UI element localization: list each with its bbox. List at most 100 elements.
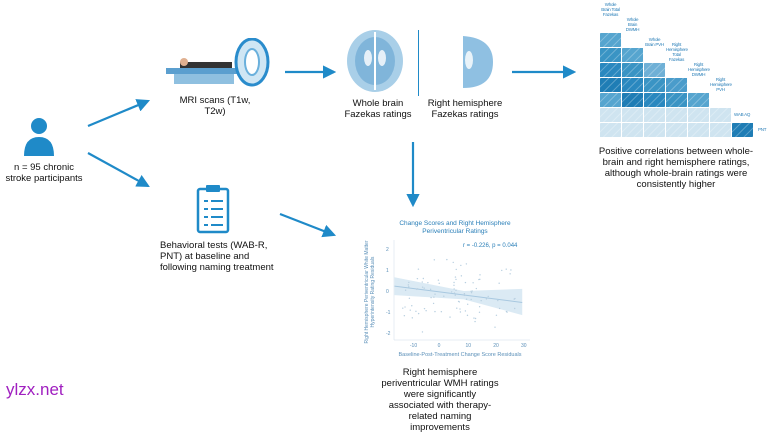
data-point bbox=[479, 274, 481, 276]
matrix-cell bbox=[622, 63, 643, 77]
y-tick: -2 bbox=[386, 331, 391, 337]
data-point bbox=[514, 297, 516, 300]
data-point bbox=[471, 290, 473, 292]
clipboard-checklist-icon bbox=[196, 185, 230, 234]
data-point bbox=[417, 312, 420, 315]
data-point bbox=[443, 295, 445, 297]
arrow-to-mri bbox=[87, 99, 151, 128]
data-point bbox=[454, 294, 456, 296]
data-point bbox=[429, 288, 432, 291]
data-point bbox=[430, 296, 432, 299]
data-point bbox=[480, 299, 482, 302]
data-point bbox=[459, 308, 461, 310]
scatter-xlabel: Baseline-Post-Treatment Change Score Res… bbox=[398, 352, 522, 358]
behavioral-label: Behavioral tests (WAB-R, PNT) at baselin… bbox=[160, 240, 274, 273]
data-point bbox=[497, 299, 499, 302]
person-icon bbox=[24, 118, 54, 156]
data-point bbox=[454, 276, 457, 278]
data-point bbox=[465, 263, 468, 265]
data-point bbox=[495, 314, 498, 316]
data-point bbox=[415, 310, 417, 313]
data-point bbox=[514, 307, 516, 310]
matrix-cell bbox=[622, 123, 643, 137]
data-point bbox=[408, 297, 411, 299]
data-point bbox=[422, 277, 425, 280]
x-tick: 0 bbox=[437, 343, 441, 349]
matrix-cell bbox=[622, 48, 643, 62]
x-tick: 20 bbox=[493, 343, 499, 349]
data-point bbox=[473, 317, 475, 319]
data-point bbox=[453, 288, 455, 290]
data-point bbox=[474, 320, 476, 323]
data-point bbox=[433, 259, 436, 261]
y-tick: 0 bbox=[386, 289, 389, 295]
data-point bbox=[450, 291, 453, 293]
whole-brain-label: Whole brain Fazekas ratings bbox=[344, 98, 412, 120]
matrix-cell bbox=[666, 123, 687, 137]
data-point bbox=[459, 311, 462, 313]
x-tick: 10 bbox=[465, 343, 471, 349]
matrix-cell bbox=[666, 78, 687, 92]
matrix-label: Whole Brain PVH bbox=[645, 37, 664, 47]
matrix-cell bbox=[644, 93, 665, 107]
data-point bbox=[425, 309, 427, 312]
flow-arrows bbox=[87, 65, 577, 238]
whole-brain-image bbox=[347, 30, 403, 92]
matrix-cell bbox=[688, 108, 709, 122]
data-point bbox=[404, 289, 407, 291]
data-point bbox=[460, 264, 462, 267]
data-point bbox=[411, 317, 414, 319]
mri-label: MRI scans (T1w, T2w) bbox=[179, 95, 251, 117]
data-point bbox=[416, 277, 419, 280]
y-tick: 1 bbox=[386, 268, 389, 274]
data-point bbox=[453, 284, 455, 286]
right-hemisphere-image bbox=[463, 36, 493, 88]
data-point bbox=[465, 298, 468, 300]
data-point bbox=[403, 315, 406, 317]
data-point bbox=[404, 306, 406, 308]
data-point bbox=[449, 316, 451, 318]
data-point bbox=[455, 289, 457, 291]
matrix-label: Right Hemisphere PVH bbox=[710, 77, 732, 92]
matrix-cell bbox=[666, 93, 687, 107]
data-point bbox=[463, 293, 466, 295]
data-point bbox=[402, 307, 404, 309]
matrix-label: Whole Brain Total Fazekas bbox=[601, 2, 620, 17]
data-point bbox=[458, 301, 461, 303]
data-point bbox=[466, 314, 469, 317]
data-point bbox=[505, 268, 507, 270]
data-point bbox=[446, 258, 448, 261]
data-point bbox=[494, 326, 496, 328]
matrix-cell bbox=[732, 123, 753, 137]
data-point bbox=[455, 278, 457, 281]
data-point bbox=[510, 269, 512, 271]
data-point bbox=[456, 307, 458, 309]
data-point bbox=[453, 281, 455, 284]
matrix-cell bbox=[644, 63, 665, 77]
matrix-cell bbox=[688, 93, 709, 107]
matrix-cell bbox=[622, 93, 643, 107]
data-point bbox=[460, 275, 463, 277]
matrix-label: WAB AQ bbox=[734, 112, 751, 117]
data-point bbox=[432, 302, 435, 305]
data-point bbox=[463, 294, 466, 297]
data-point bbox=[472, 282, 474, 284]
data-point bbox=[416, 288, 419, 290]
data-point bbox=[466, 303, 469, 306]
y-tick: 2 bbox=[386, 247, 389, 253]
matrix-cell bbox=[666, 108, 687, 122]
data-point bbox=[475, 287, 478, 290]
data-point bbox=[501, 269, 503, 272]
matrix-cell bbox=[622, 108, 643, 122]
data-point bbox=[411, 305, 413, 307]
matrix-cell bbox=[600, 78, 621, 92]
data-point bbox=[478, 311, 481, 313]
scatter-plot bbox=[393, 240, 530, 341]
data-point bbox=[408, 286, 410, 288]
data-point bbox=[440, 311, 443, 313]
data-point bbox=[434, 310, 436, 313]
confidence-band bbox=[394, 277, 523, 316]
data-point bbox=[452, 261, 454, 264]
participants-label: n = 95 chronic stroke participants bbox=[5, 162, 83, 184]
